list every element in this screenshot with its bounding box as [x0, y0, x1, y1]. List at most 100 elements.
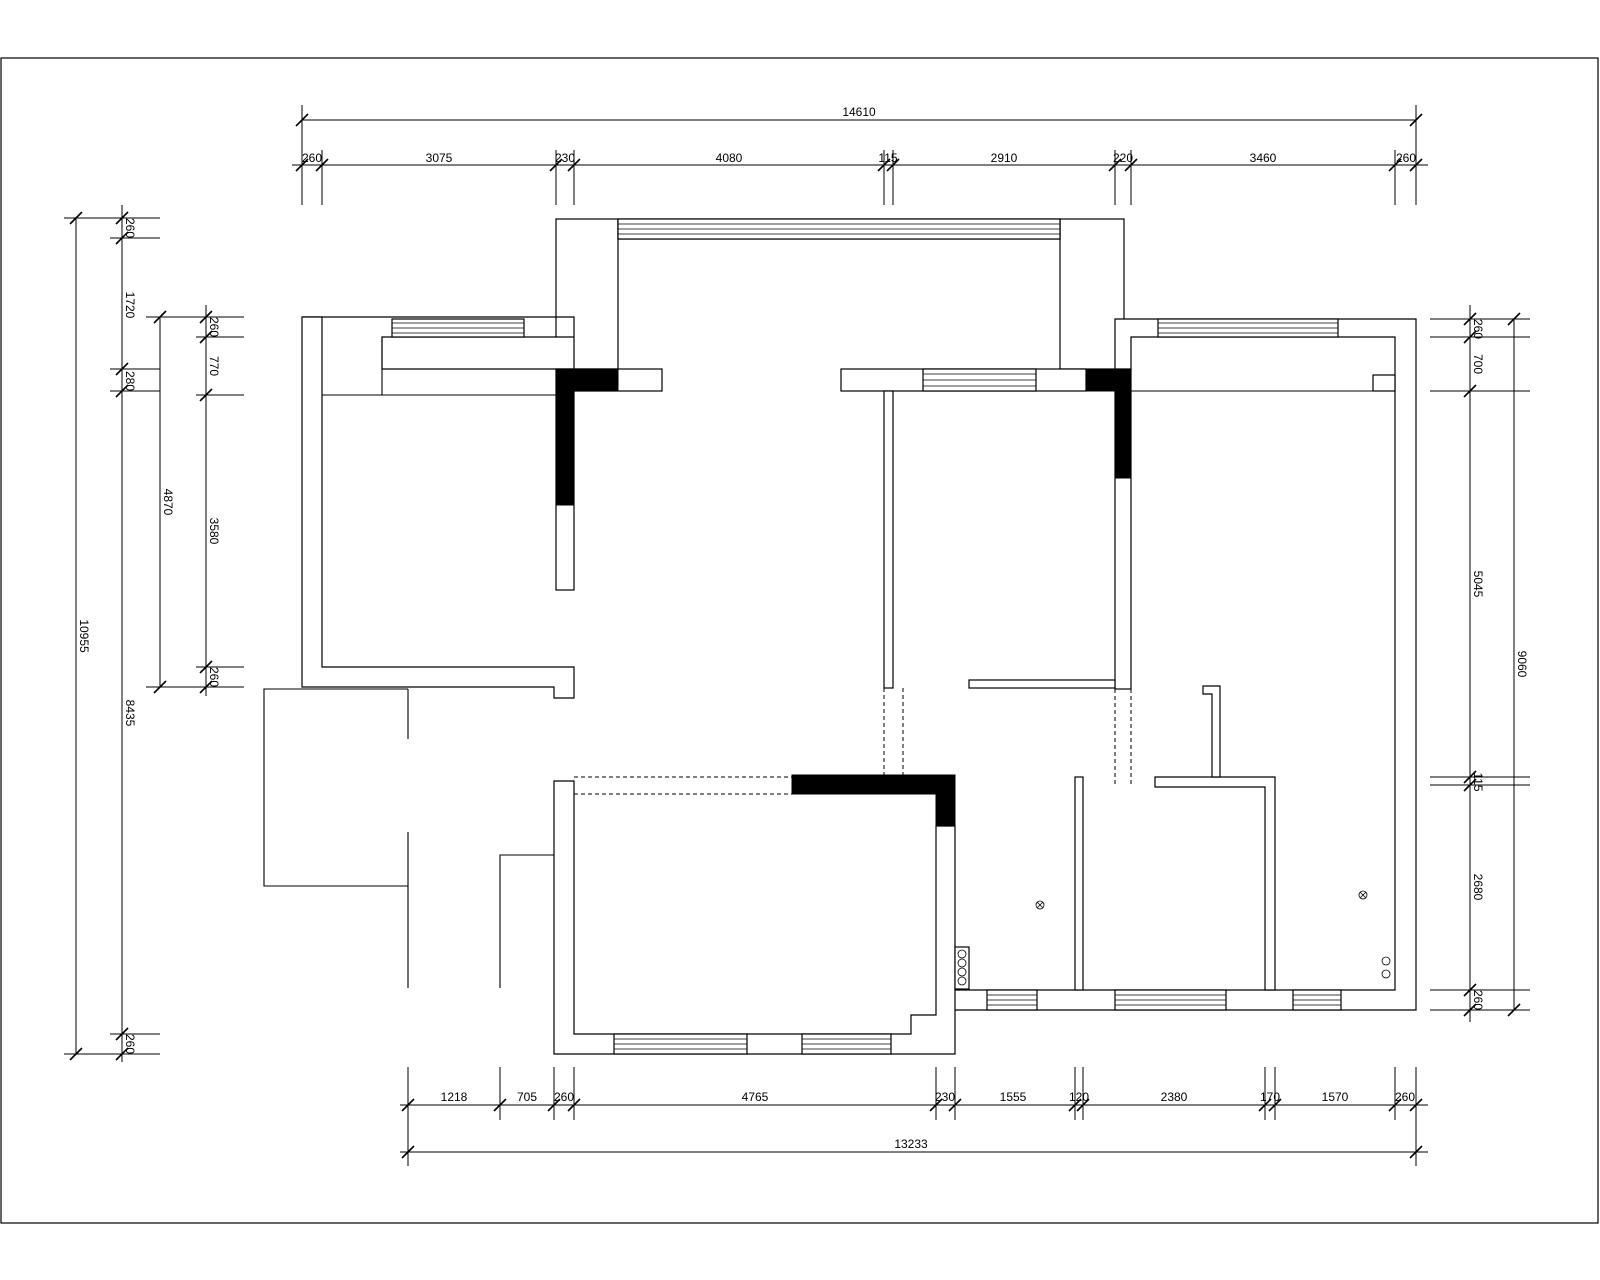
dim-tick [115, 1027, 129, 1041]
dim-top-seg: 3075 [426, 151, 453, 165]
dim-right-seg: 260 [1471, 990, 1485, 1010]
columns [555, 368, 1132, 827]
column-left [555, 368, 619, 506]
dim-bottom-seg: 4765 [742, 1090, 769, 1104]
dim-bottom-seg: 1218 [441, 1090, 468, 1104]
living-room-wall [553, 780, 956, 1055]
corridor-wall [499, 854, 554, 988]
dim-left-seg: 280 [123, 371, 137, 391]
dim-tick [1258, 1098, 1272, 1112]
dim-top-seg: 260 [302, 151, 322, 165]
dim-top-seg: 115 [878, 151, 897, 165]
dimension-bottom-total: 13233 [400, 1067, 1428, 1166]
column-right [1085, 368, 1132, 479]
dim-tick [929, 1098, 943, 1112]
dim-bottom-seg: 120 [1069, 1090, 1089, 1104]
wall-stub-mid [883, 390, 894, 689]
dim-tick [115, 231, 129, 245]
window-bath-1 [986, 989, 1038, 1011]
dim-tick [1463, 770, 1477, 784]
pipe-icon [1381, 956, 1391, 966]
bath-wall-2 [1154, 776, 1276, 991]
dim-tick [1463, 1003, 1477, 1017]
dim-tick [549, 158, 563, 172]
dim-top-seg: 2910 [991, 151, 1018, 165]
pipe-icon [1381, 969, 1391, 979]
window-balcony [617, 218, 1061, 240]
dim-left-inner-seg: 260 [207, 317, 221, 337]
annex-outline [263, 688, 408, 887]
dim-tick [1409, 158, 1423, 172]
dim-left-inner-seg: 260 [207, 667, 221, 687]
utility-wall [1202, 685, 1221, 778]
right-room-corner [1372, 374, 1396, 392]
dim-tick [1076, 1098, 1090, 1112]
dim-right-total-label: 9060 [1515, 651, 1529, 678]
dim-bottom-seg: 2380 [1161, 1090, 1188, 1104]
floor-drain-icon [1358, 890, 1368, 900]
dim-tick [115, 384, 129, 398]
balcony-wall-right [1059, 218, 1125, 370]
dim-bottom-total-label: 13233 [894, 1137, 928, 1151]
window-bath-3 [1292, 989, 1342, 1011]
dim-left-seg: 260 [123, 1034, 137, 1054]
dim-left-total-label: 10955 [77, 619, 91, 653]
dim-bottom-seg: 230 [935, 1090, 955, 1104]
dim-top-seg: 230 [555, 151, 575, 165]
left-room-wall [301, 316, 575, 699]
dim-tick [886, 158, 900, 172]
dim-left-seg: 1720 [123, 292, 137, 319]
dimension-left-outer-chain: 260 1720 280 8435 260 [110, 205, 160, 1062]
bath-wall-1 [1074, 776, 1084, 991]
fixtures [954, 890, 1391, 990]
right-room-top-wall [951, 318, 1417, 1011]
dim-bottom-seg: 260 [1395, 1090, 1415, 1104]
dim-top-seg: 3460 [1250, 151, 1277, 165]
dim-tick [567, 158, 581, 172]
dim-tick [115, 1047, 129, 1061]
dim-tick [115, 211, 129, 225]
windows [391, 218, 1342, 1055]
floor-drain-icon [1035, 900, 1045, 910]
dim-right-seg: 700 [1471, 354, 1485, 374]
dim-top-seg: 220 [1113, 151, 1133, 165]
dimension-right-total: 9060 [1507, 312, 1529, 1017]
column-bottom [791, 774, 956, 827]
dim-bottom-seg: 1555 [1000, 1090, 1027, 1104]
dim-left-inner-seg: 770 [207, 356, 221, 376]
dim-tick [1463, 330, 1477, 344]
dim-bottom-seg: 1570 [1322, 1090, 1349, 1104]
dim-tick [567, 1098, 581, 1112]
dim-tick [493, 1098, 507, 1112]
dim-left-seg: 260 [123, 218, 137, 238]
window-right-room [1157, 318, 1339, 338]
dim-tick [315, 158, 329, 172]
dim-tick [877, 158, 891, 172]
dim-tick [1463, 312, 1477, 326]
wall-return-right [968, 679, 1116, 689]
window-left-room [391, 318, 525, 338]
dim-tick [547, 1098, 561, 1112]
dim-tick [1108, 158, 1122, 172]
dim-top-total-label: 14610 [842, 105, 876, 119]
window-living-2 [801, 1033, 892, 1055]
dim-tick [1388, 1098, 1402, 1112]
dim-top-seg: 4080 [716, 151, 743, 165]
window-bath-2 [1114, 989, 1227, 1011]
dim-right-seg: 260 [1471, 319, 1485, 339]
dim-right-seg: 2680 [1471, 874, 1485, 901]
dim-right-seg: 5045 [1471, 571, 1485, 598]
dim-tick [1463, 983, 1477, 997]
dimension-left-total: 10955 [64, 211, 158, 1061]
dim-bottom-seg: 170 [1260, 1090, 1280, 1104]
dimension-bottom-chain: 1218 705 260 4765 230 1555 120 2380 170 … [400, 1067, 1428, 1120]
dim-top-seg: 260 [1396, 151, 1416, 165]
dim-bottom-seg: 705 [517, 1090, 537, 1104]
dim-bottom-seg: 260 [554, 1090, 574, 1104]
drawing-frame [0, 57, 1599, 1224]
openings [574, 688, 1132, 795]
dim-tick [948, 1098, 962, 1112]
dim-tick [1124, 158, 1138, 172]
dim-left-inner-seg: 3580 [207, 518, 221, 545]
